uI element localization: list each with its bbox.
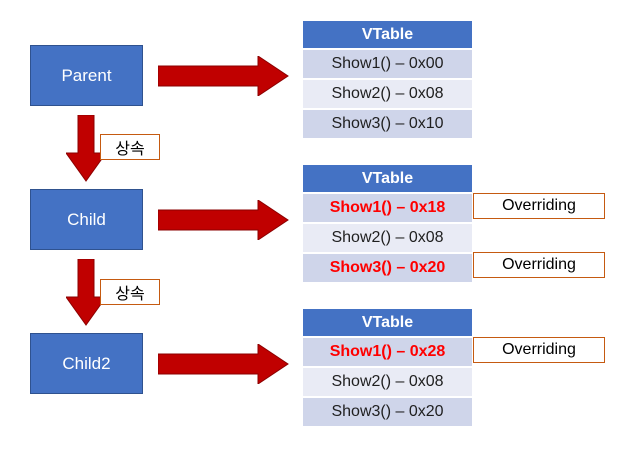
right-arrow-3 — [158, 344, 289, 384]
inherit-label-1-text: 상속 — [115, 141, 145, 158]
vtable-header: VTable — [303, 309, 472, 338]
vtable-row-overridden: Show1() – 0x18 — [303, 194, 472, 224]
inherit-label-2: 상속 — [100, 279, 160, 305]
node-parent: Parent — [30, 45, 143, 106]
vtable-row: Show3() – 0x10 — [303, 110, 472, 140]
overriding-label-2: Overriding — [473, 252, 605, 278]
vtable-child2: VTable Show1() – 0x28 Show2() – 0x08 Sho… — [303, 309, 472, 428]
node-child: Child — [30, 189, 143, 250]
vtable-row: Show2() – 0x08 — [303, 368, 472, 398]
node-parent-label: Parent — [61, 65, 112, 85]
vtable-header: VTable — [303, 165, 472, 194]
overriding-label-text: Overriding — [502, 341, 576, 358]
overriding-label-text: Overriding — [502, 197, 576, 214]
overriding-label-3: Overriding — [473, 337, 605, 363]
vtable-row: Show2() – 0x08 — [303, 80, 472, 110]
node-child-label: Child — [67, 209, 106, 229]
right-arrow-1 — [158, 56, 289, 96]
vtable-row: Show1() – 0x00 — [303, 50, 472, 80]
vtable-header: VTable — [303, 21, 472, 50]
node-child2: Child2 — [30, 333, 143, 394]
inherit-arrow-2 — [66, 259, 106, 326]
overriding-label-text: Overriding — [502, 256, 576, 273]
right-arrow-2 — [158, 200, 289, 240]
vtable-row-overridden: Show3() – 0x20 — [303, 254, 472, 284]
node-child2-label: Child2 — [62, 353, 111, 373]
inherit-arrow-1 — [66, 115, 106, 182]
vtable-child: VTable Show1() – 0x18 Show2() – 0x08 Sho… — [303, 165, 472, 284]
overriding-label-1: Overriding — [473, 193, 605, 219]
vtable-row: Show2() – 0x08 — [303, 224, 472, 254]
inherit-label-2-text: 상속 — [115, 286, 145, 303]
inherit-label-1: 상속 — [100, 134, 160, 160]
vtable-parent: VTable Show1() – 0x00 Show2() – 0x08 Sho… — [303, 21, 472, 140]
vtable-row-overridden: Show1() – 0x28 — [303, 338, 472, 368]
vtable-row: Show3() – 0x20 — [303, 398, 472, 428]
